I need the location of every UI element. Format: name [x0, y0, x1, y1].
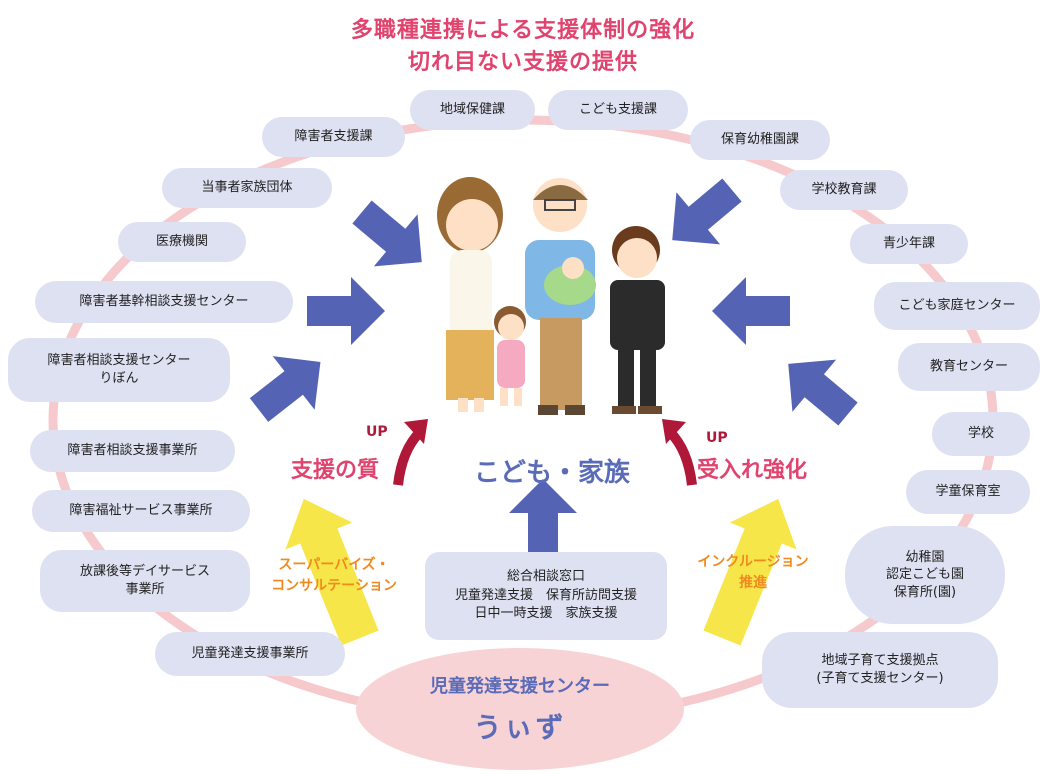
- inclusion-line1: インクルージョン: [697, 554, 809, 570]
- quality-label: 支援の質: [291, 458, 380, 483]
- arrow-upper-right: [672, 178, 742, 245]
- service-line3: 日中一時支援 家族支援: [474, 606, 618, 622]
- node-seishonen: 青少年課: [850, 224, 968, 264]
- supervise-label: スーパーバイズ・ コンサルテーション: [264, 555, 404, 597]
- service-line2: 児童発達支援 保育所訪問支援: [454, 587, 637, 603]
- node-kodomo-shien: こども支援課: [548, 90, 688, 130]
- family-illustration: [437, 177, 665, 415]
- node-kikan-sodan: 障害者基幹相談支援センター: [35, 281, 293, 323]
- arrow-lower-right: [788, 359, 858, 426]
- node-tojisha-kazoku: 当事者家族団体: [162, 168, 332, 208]
- hub-line1: 児童発達支援センター: [430, 676, 610, 697]
- node-hokago: 放課後等デイサービス 事業所: [40, 550, 250, 612]
- inclusion-label: インクルージョン 推進: [688, 552, 818, 594]
- node-fukushi-service: 障害福祉サービス事業所: [32, 490, 250, 532]
- family-label: こども・家族: [474, 458, 631, 488]
- node-hoiku-yochien: 保育幼稚園課: [690, 120, 830, 160]
- arrow-upper-left: [352, 200, 422, 267]
- accept-label: 受入れ強化: [697, 458, 808, 483]
- node-ribon-line1: 障害者相談支援センター: [47, 353, 191, 369]
- accept-up-label: UP: [706, 430, 728, 446]
- node-gakko: 学校: [932, 412, 1030, 456]
- node-kodomo-katei: こども家庭センター: [874, 282, 1040, 330]
- node-sodan-jigyosho: 障害者相談支援事業所: [30, 430, 235, 472]
- node-kosodate-line1: 地域子育て支援拠点: [821, 653, 939, 669]
- node-iryo: 医療機関: [118, 222, 246, 262]
- arrow-lower-left: [249, 356, 321, 422]
- supervise-line2: コンサルテーション: [271, 578, 397, 594]
- node-kosodate: 地域子育て支援拠点 (子育て支援センター): [762, 632, 998, 708]
- node-gakko-kyoiku: 学校教育課: [780, 170, 908, 210]
- arrow-left: [307, 277, 385, 345]
- arrow-up-center: [509, 479, 577, 557]
- node-yochien-line1: 幼稚園: [905, 549, 945, 565]
- arrow-right: [712, 277, 790, 345]
- node-ribon-line2: りぼん: [99, 371, 139, 386]
- node-yochien-line2: 認定こども園: [885, 567, 964, 583]
- arrow-yellow-right: [703, 498, 797, 646]
- node-chiiki-hoken: 地域保健課: [410, 90, 535, 130]
- node-kosodate-line2: (子育て支援センター): [816, 671, 944, 686]
- supervise-line1: スーパーバイズ・: [278, 557, 390, 573]
- node-ribon: 障害者相談支援センター りぼん: [8, 338, 230, 402]
- arrow-yellow-left: [285, 498, 379, 646]
- title-line1: 多職種連携による支援体制の強化: [350, 18, 696, 43]
- node-hokago-line1: 放課後等デイサービス: [79, 564, 210, 580]
- hub-line2: うぃず: [473, 711, 567, 744]
- service-line1: 総合相談窓口: [506, 568, 585, 584]
- node-shogaisha-shien: 障害者支援課: [262, 117, 405, 157]
- node-hokago-line2: 事業所: [125, 582, 165, 597]
- node-yochien-line3: 保育所(園): [893, 584, 957, 600]
- inclusion-line2: 推進: [739, 575, 767, 591]
- hub-center: 児童発達支援センター うぃず: [356, 648, 684, 770]
- up-arrow-right: [666, 428, 697, 486]
- node-yochien: 幼稚園 認定こども園 保育所(園): [845, 526, 1005, 624]
- node-jido-hattatsu-jigyosho: 児童発達支援事業所: [155, 632, 345, 676]
- node-kyoiku-center: 教育センター: [898, 343, 1040, 391]
- quality-up-label: UP: [366, 424, 388, 440]
- up-arrow-left: [393, 428, 424, 486]
- service-box: 総合相談窓口 児童発達支援 保育所訪問支援 日中一時支援 家族支援: [425, 552, 667, 640]
- title-line2: 切れ目ない支援の提供: [407, 50, 638, 75]
- node-gakudo: 学童保育室: [906, 470, 1030, 514]
